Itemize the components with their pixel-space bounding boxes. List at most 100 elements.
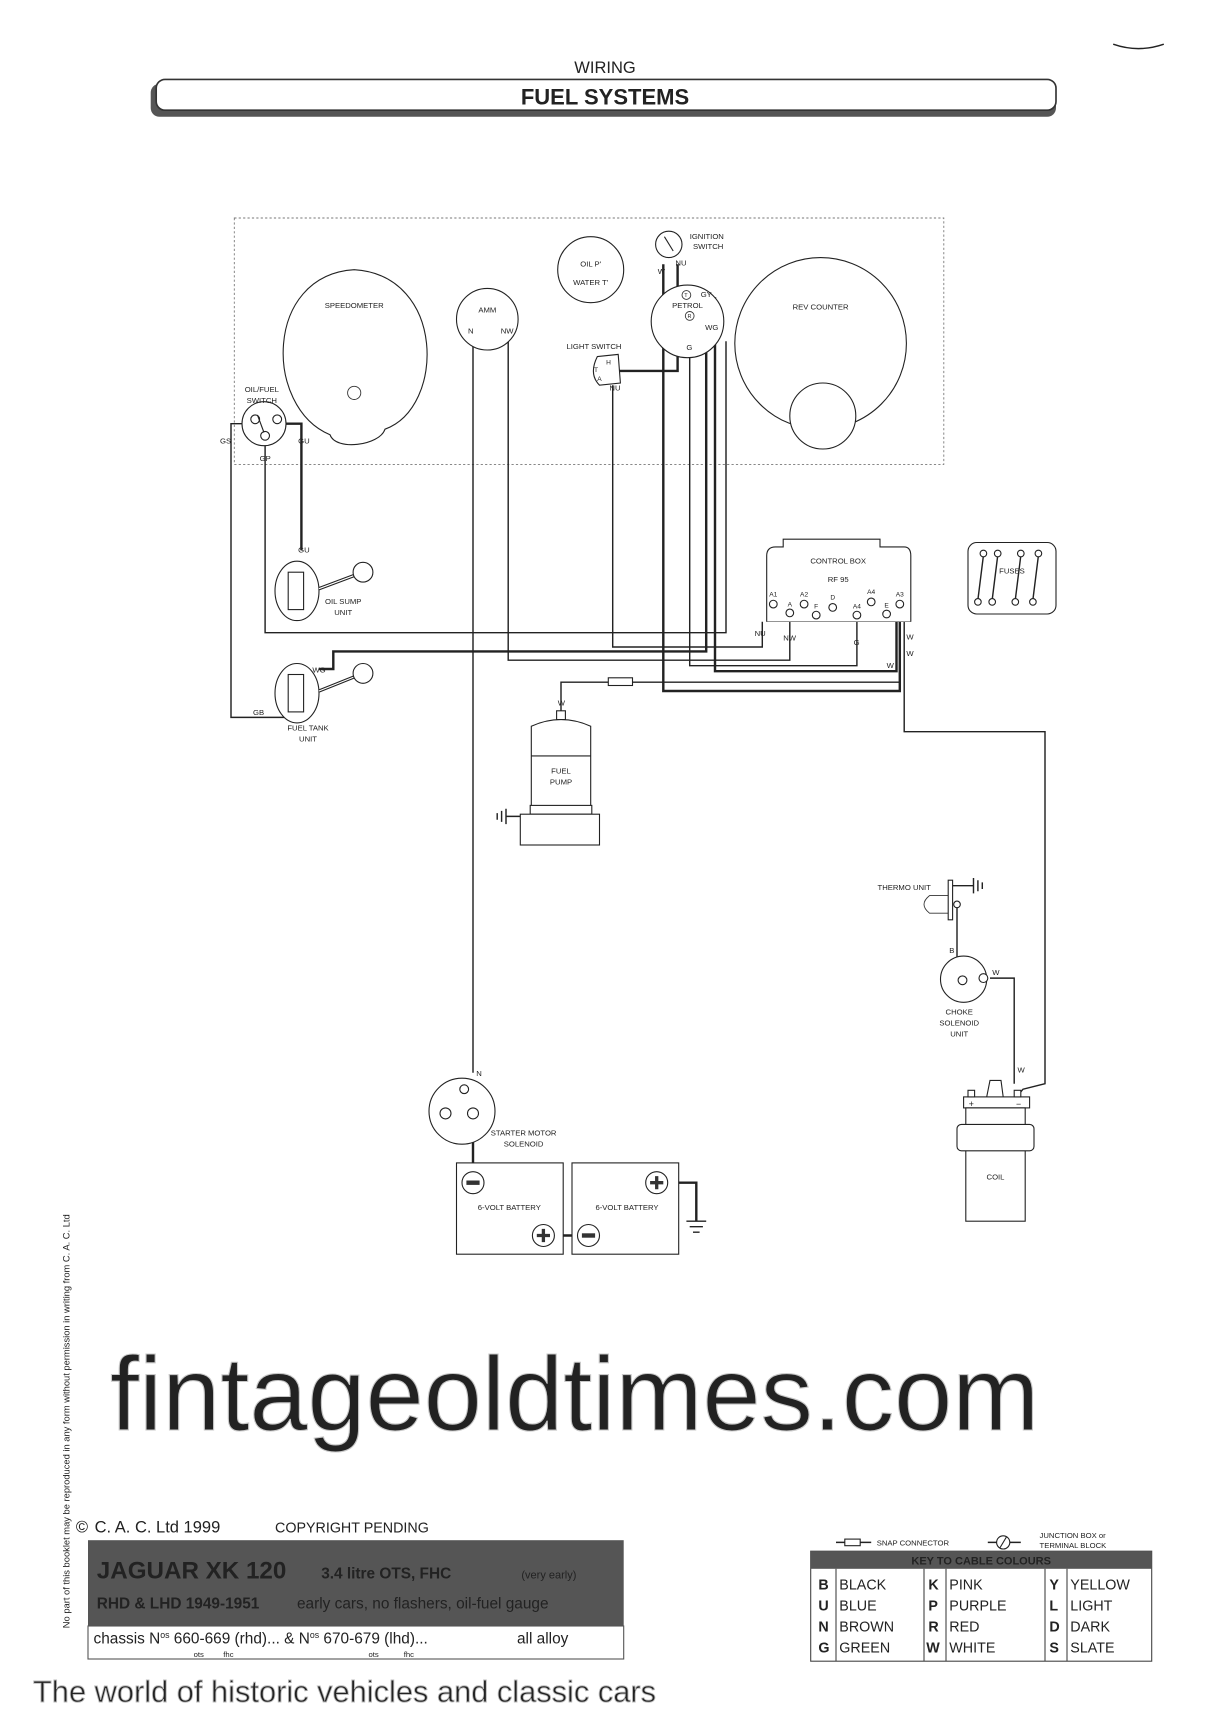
wire-ign-w: [662, 264, 902, 693]
fuel-pump: W FUEL PUMP: [496, 698, 601, 846]
svg-text:early cars, no flashers, oil-f: early cars, no flashers, oil-fuel gauge: [297, 1595, 549, 1612]
section-label: WIRING: [574, 59, 635, 77]
svg-text:fhc: fhc: [223, 1650, 233, 1659]
snap-connector: [607, 677, 634, 687]
svg-text:YELLOW: YELLOW: [1070, 1578, 1130, 1594]
svg-text:T: T: [594, 367, 598, 374]
svg-text:CONTROL BOX: CONTROL BOX: [810, 556, 866, 565]
control-box: CONTROL BOX RF 95 A1 A A2 F D A4 A4 E A3…: [755, 538, 914, 670]
svg-text:KEY TO CABLE COLOURS: KEY TO CABLE COLOURS: [911, 1555, 1051, 1567]
wire-switch-gp: [264, 341, 727, 634]
svg-text:BROWN: BROWN: [839, 1620, 894, 1636]
rev-counter: REV COUNTER: [734, 257, 907, 450]
starter-motor-solenoid: N STARTER MOTOR SOLENOID: [428, 1069, 557, 1148]
svg-text:P: P: [928, 1599, 938, 1615]
svg-text:RHD & LHD 1949-1951: RHD & LHD 1949-1951: [97, 1595, 260, 1612]
svg-text:W: W: [926, 1640, 940, 1656]
svg-text:W: W: [1017, 1066, 1025, 1075]
ignition-switch: IGNITION SWITCH W NU: [655, 230, 724, 276]
svg-text:IGNITION: IGNITION: [690, 232, 724, 241]
wire-choke-w: [990, 977, 1015, 1084]
svg-text:G: G: [854, 638, 860, 647]
copyright-icon: ©: [76, 1519, 88, 1537]
choke-solenoid-unit: W CHOKE SOLENOID UNIT: [939, 955, 1000, 1038]
svg-text:GP: GP: [260, 454, 271, 463]
dashboard-outline: [233, 217, 945, 465]
page-title: FUEL SYSTEMS: [521, 85, 689, 110]
fuse-block: FUSES: [967, 541, 1057, 615]
svg-text:fhc: fhc: [404, 1650, 414, 1659]
svg-text:W: W: [658, 267, 666, 276]
svg-text:L: L: [1049, 1599, 1058, 1615]
svg-text:GS: GS: [220, 437, 231, 446]
svg-text:FUEL TANK: FUEL TANK: [287, 724, 329, 733]
svg-text:OIL/FUEL: OIL/FUEL: [245, 385, 280, 394]
svg-text:GU: GU: [298, 545, 310, 554]
svg-text:SOLENOID: SOLENOID: [939, 1018, 979, 1027]
wire-switch-gu: [281, 422, 303, 551]
svg-text:R: R: [688, 314, 692, 320]
wiring: [230, 264, 1046, 1237]
svg-text:T: T: [684, 293, 688, 299]
svg-text:CHOKE: CHOKE: [946, 1007, 973, 1016]
svg-text:A2: A2: [800, 591, 808, 598]
svg-text:N: N: [818, 1620, 828, 1636]
svg-text:−: −: [1016, 1099, 1021, 1109]
svg-text:STARTER MOTOR: STARTER MOTOR: [491, 1128, 557, 1137]
svg-text:ots: ots: [194, 1650, 204, 1659]
svg-text:(very early): (very early): [521, 1570, 576, 1582]
wire-amm-nw: [507, 330, 791, 661]
speedometer-label: SPEEDOMETER: [325, 301, 384, 310]
svg-text:GREEN: GREEN: [839, 1640, 890, 1656]
svg-text:JUNCTION BOX or: JUNCTION BOX or: [1039, 1531, 1106, 1540]
cable-colour-key: SNAP CONNECTOR JUNCTION BOX or TERMINAL …: [810, 1531, 1153, 1662]
ammeter: AMM N NW: [455, 287, 519, 351]
svg-text:AMM: AMM: [478, 306, 496, 315]
svg-text:A4: A4: [853, 604, 861, 611]
svg-text:TERMINAL BLOCK: TERMINAL BLOCK: [1039, 1541, 1107, 1550]
oil-sump-unit: GU OIL SUMP UNIT: [274, 545, 374, 622]
wire-tank-wg: [319, 327, 708, 671]
svg-text:A1: A1: [769, 591, 777, 598]
svg-text:PETROL: PETROL: [672, 301, 703, 310]
trip-reset-icon: [347, 385, 362, 400]
svg-text:+: +: [969, 1099, 974, 1109]
svg-text:DARK: DARK: [1070, 1620, 1110, 1636]
speedometer: SPEEDOMETER: [282, 269, 428, 446]
svg-text:GU: GU: [298, 437, 310, 446]
oil-fuel-switch: OIL/FUEL SWITCH GS GU GP: [220, 385, 310, 463]
wire-light-nu: [611, 385, 764, 648]
svg-text:UNIT: UNIT: [334, 608, 352, 617]
svg-text:GB: GB: [253, 708, 264, 717]
svg-text:ots: ots: [369, 1650, 379, 1659]
svg-text:C. A. C. Ltd 1999: C. A. C. Ltd 1999: [95, 1519, 221, 1537]
svg-text:N: N: [476, 1069, 482, 1078]
wire-switch-gs: [230, 422, 289, 719]
svg-text:B: B: [818, 1578, 828, 1594]
side-notice: No part of this booklet may be reproduce…: [61, 1214, 71, 1628]
ignition-coil: + − W COIL: [956, 1066, 1035, 1222]
wire-a3-coil: [903, 621, 1046, 1097]
svg-text:W: W: [992, 968, 1000, 977]
svg-text:G: G: [818, 1640, 829, 1656]
svg-text:FUSES: FUSES: [999, 566, 1025, 575]
svg-text:JAGUAR XK 120: JAGUAR XK 120: [97, 1558, 287, 1585]
svg-text:UNIT: UNIT: [299, 735, 317, 744]
svg-text:N: N: [468, 327, 474, 336]
svg-text:G: G: [686, 343, 692, 352]
svg-text:6-VOLT BATTERY: 6-VOLT BATTERY: [595, 1203, 658, 1212]
svg-text:LIGHT SWITCH: LIGHT SWITCH: [567, 342, 622, 351]
svg-text:A3: A3: [896, 591, 904, 598]
watermark-tagline: The world of historic vehicles and class…: [33, 1674, 656, 1709]
svg-text:R: R: [928, 1620, 939, 1636]
svg-text:SOLENOID: SOLENOID: [504, 1139, 544, 1148]
svg-text:RF 95: RF 95: [828, 575, 849, 584]
svg-text:W: W: [887, 661, 895, 670]
svg-text:UNIT: UNIT: [950, 1029, 968, 1038]
svg-text:K: K: [928, 1578, 939, 1594]
oil-water-gauge: OIL P' WATER T': [557, 236, 625, 304]
control-box-terminals: A1 A A2 F D A4 A4 E A3: [768, 589, 905, 620]
watermark-site: fintageoldtimes.com: [110, 1336, 1039, 1453]
svg-text:SLATE: SLATE: [1070, 1640, 1114, 1656]
